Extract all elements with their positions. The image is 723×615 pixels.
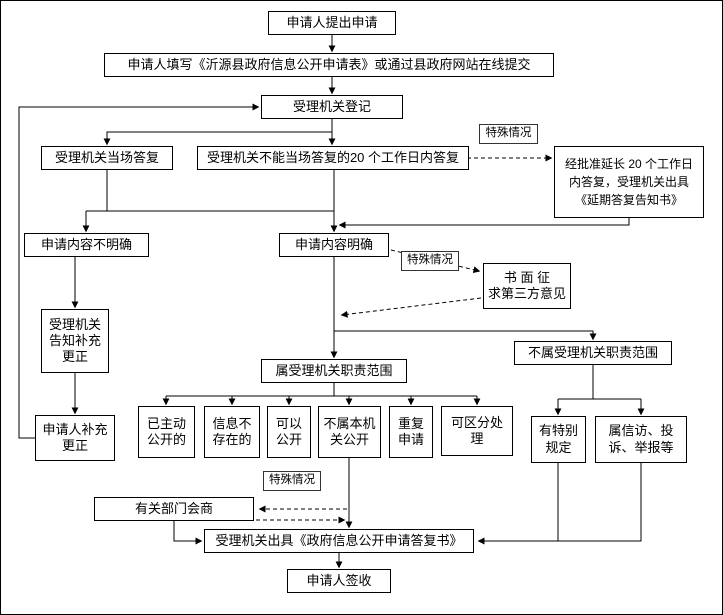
node-out-of-scope: 不属受理机关职责范围: [514, 341, 672, 365]
node-repeat-apply: 重复 申请: [389, 406, 433, 458]
node-applicant-supplement: 申请人补充 更正: [35, 415, 115, 461]
special-case-label-middle: 特殊情况: [401, 251, 459, 271]
node-fill-form: 申请人填写《沂源县政府信息公开申请表》或通过县政府网站在线提交: [104, 53, 554, 77]
node-petition-complaint: 属信访、投 诉、举报等: [595, 416, 687, 463]
node-notify-supplement: 受理机关 告知补充 更正: [41, 309, 109, 373]
node-special-rule: 有特别 规定: [531, 416, 586, 463]
node-can-public: 可以 公开: [267, 406, 311, 458]
node-reply-document: 受理机关出具《政府信息公开申请答复书》: [204, 529, 474, 553]
node-applicant-apply: 申请人提出申请: [268, 11, 396, 35]
node-register: 受理机关登记: [261, 95, 403, 119]
node-already-public: 已主动 公开的: [138, 406, 195, 458]
node-content-unclear: 申请内容不明确: [24, 233, 149, 257]
node-content-clear: 申请内容明确: [279, 233, 389, 257]
node-not-this-organ: 不属本机 关公开: [318, 406, 381, 458]
node-in-scope: 属受理机关职责范围: [261, 359, 407, 383]
node-applicant-sign: 申请人签收: [287, 569, 391, 593]
node-extend-answer: 经批准延长 20 个工作日 内答复，受理机关出具 《延期答复告知书》: [554, 146, 704, 218]
special-case-label-top: 特殊情况: [479, 124, 538, 144]
node-divisible-handle: 可区分处 理: [441, 406, 513, 456]
node-answer-onspot: 受理机关当场答复: [41, 146, 173, 170]
node-info-not-exist: 信息不 存在的: [204, 406, 260, 458]
node-answer-20days: 受理机关不能当场答复的20 个工作日内答复: [197, 146, 469, 170]
node-third-party-consult: 书 面 征 求第三方意见: [483, 263, 571, 309]
special-case-label-bottom: 特殊情况: [263, 471, 321, 491]
node-department-consult: 有关部门会商: [94, 497, 254, 521]
